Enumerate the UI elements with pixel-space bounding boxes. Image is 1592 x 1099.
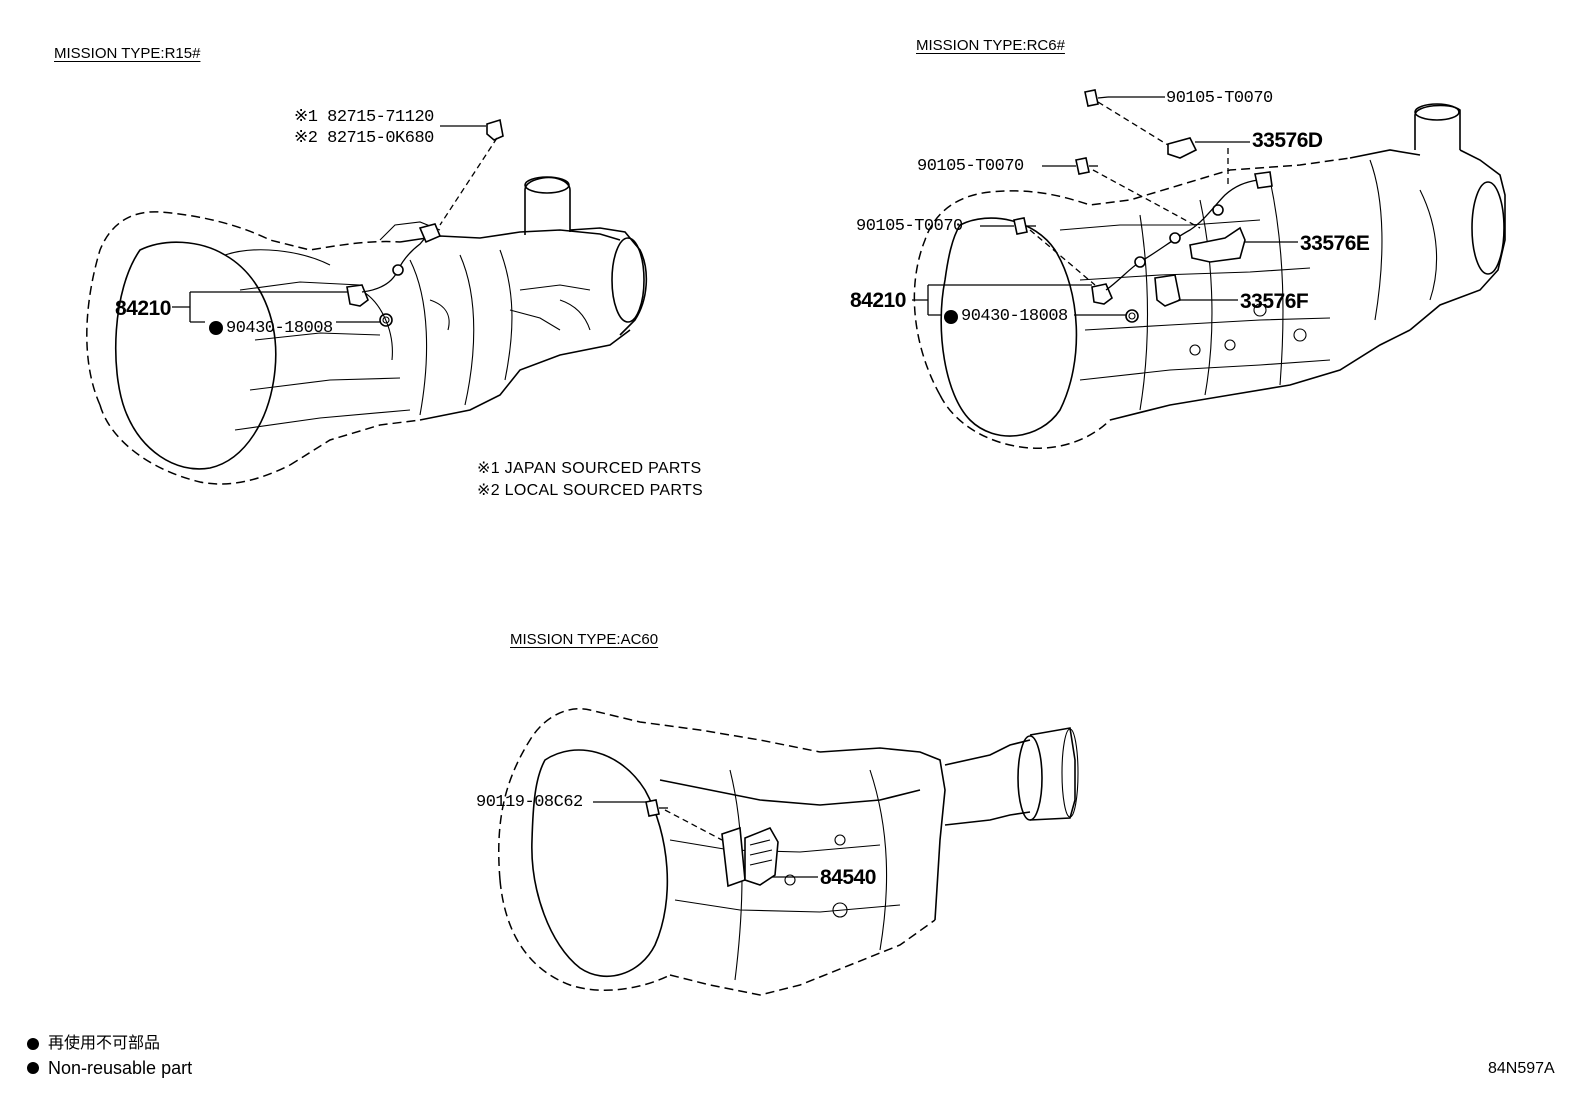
legend-non-reusable-japanese: 再使用不可部品 [48, 1033, 161, 1052]
part-label-90119-08c62[interactable]: 90119-08C62 [476, 793, 583, 812]
note-local-sourced: ※2 LOCAL SOURCED PARTS [477, 482, 703, 499]
rc6-leader-lines [912, 96, 1298, 316]
section-title-ac60: MISSION TYPE:AC60 [510, 631, 659, 648]
legend-dot-english [27, 1062, 39, 1074]
part-label-84210-r15[interactable]: 84210 [115, 297, 171, 320]
part-label-90105-t0070-top[interactable]: 90105-T0070 [1166, 89, 1273, 108]
part-label-90105-t0070-mid[interactable]: 90105-T0070 [917, 157, 1024, 176]
part-label-90430-18008-r15[interactable]: 90430-18008 [226, 319, 333, 338]
part-label-90430-18008-rc6[interactable]: 90430-18008 [961, 307, 1068, 326]
r15-leader-lines [172, 125, 486, 323]
part-label-82715-0k680[interactable]: ※2 82715-0K680 [294, 129, 434, 148]
legend-dot-japanese [27, 1038, 39, 1050]
legend-non-reusable-english: Non-reusable part [48, 1058, 193, 1078]
ac60-transmission-illustration [498, 708, 1079, 996]
non-reusable-dot-r15 [209, 321, 223, 335]
ac60-leader-lines [593, 801, 818, 878]
note-japan-sourced: ※1 JAPAN SOURCED PARTS [477, 460, 702, 477]
part-label-84210-rc6[interactable]: 84210 [850, 289, 906, 312]
non-reusable-dot-rc6 [944, 310, 958, 324]
part-label-84540[interactable]: 84540 [820, 866, 876, 889]
section-title-r15: MISSION TYPE:R15# [54, 45, 201, 62]
r15-transmission-illustration [86, 118, 648, 485]
part-label-33576f[interactable]: 33576F [1240, 290, 1309, 313]
figure-code: 84N597A [1488, 1060, 1555, 1077]
part-label-90105-t0070-low[interactable]: 90105-T0070 [856, 217, 963, 236]
part-label-33576e[interactable]: 33576E [1300, 232, 1370, 255]
section-title-rc6: MISSION TYPE:RC6# [916, 37, 1065, 54]
part-label-33576d[interactable]: 33576D [1252, 129, 1323, 152]
part-label-82715-71120[interactable]: ※1 82715-71120 [294, 108, 434, 127]
rc6-transmission-illustration [913, 89, 1506, 449]
